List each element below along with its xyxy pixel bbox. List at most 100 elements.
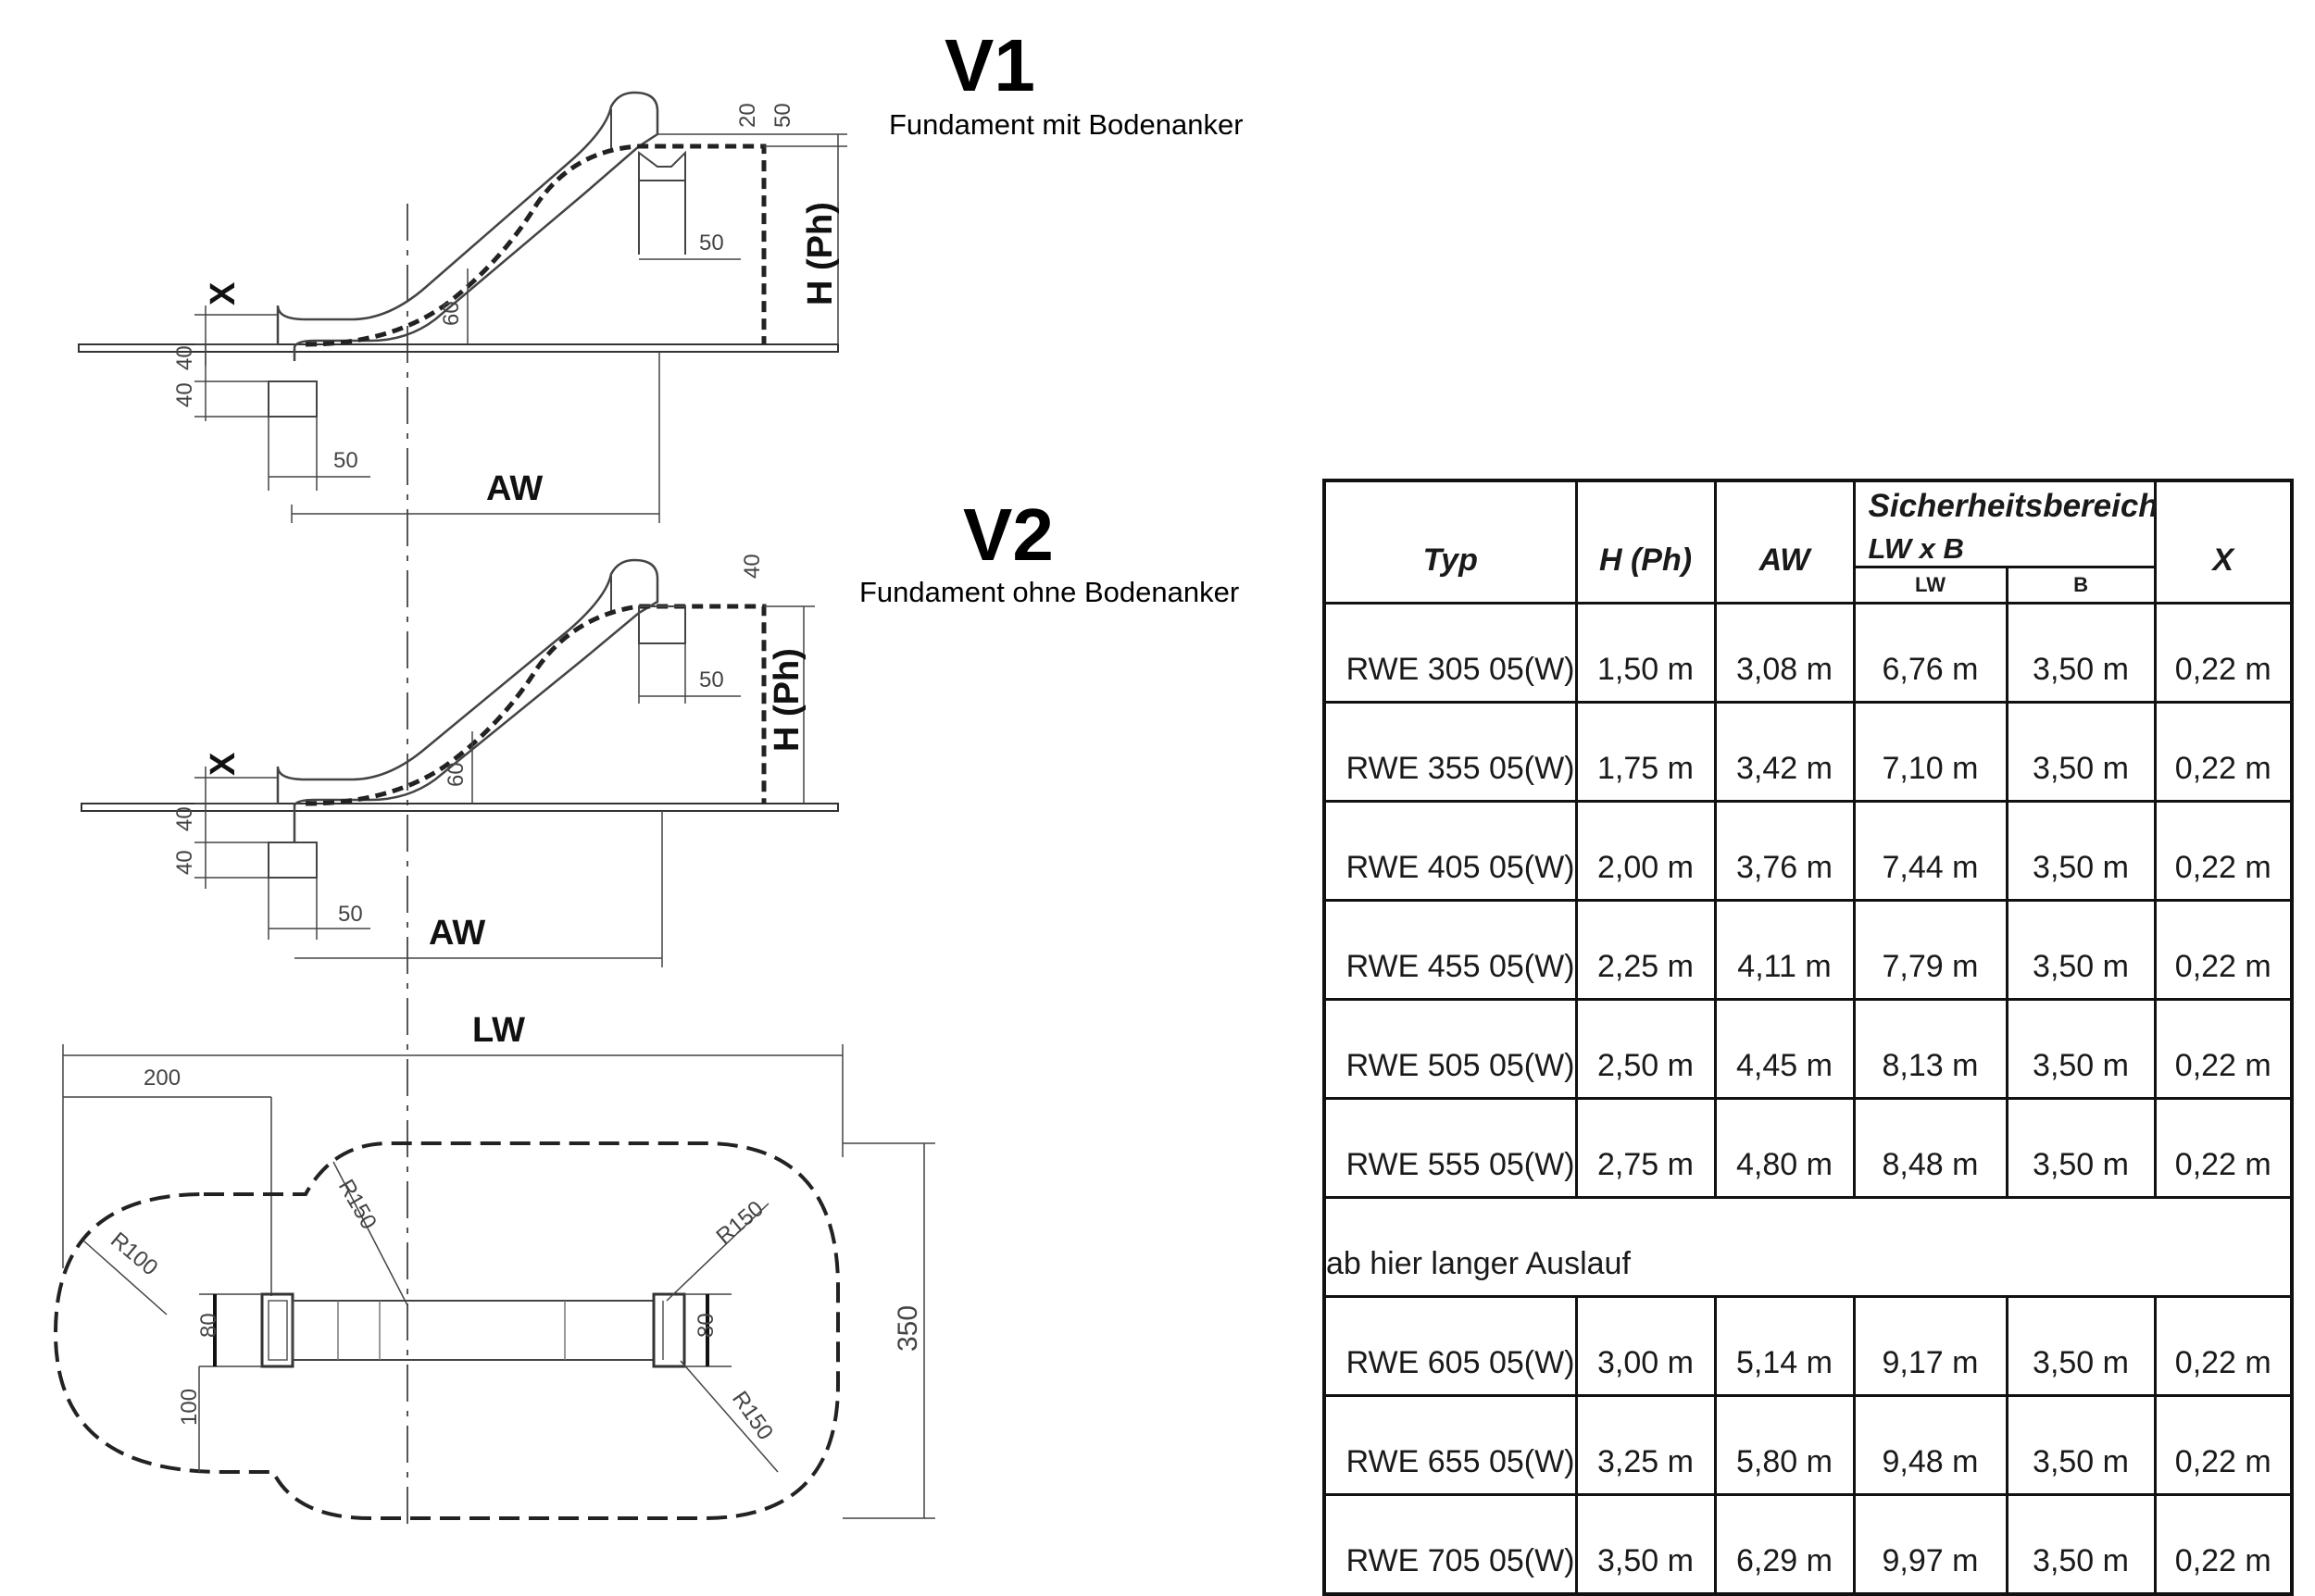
cell-aw: 3,08 m	[1713, 602, 1856, 704]
cell-aw: 4,11 m	[1713, 899, 1856, 1001]
cell-typ: RWE 455 05(W)	[1322, 899, 1578, 1001]
v1-aw-label: AW	[486, 469, 543, 508]
cell-typ: RWE 405 05(W)	[1322, 800, 1578, 902]
v1-foundation	[268, 380, 318, 418]
v2-dim-50-base: 50	[338, 902, 363, 927]
v1-dim-20: 20	[735, 103, 760, 128]
v2-slide	[276, 558, 659, 842]
r150-label-bottom-right: R150	[727, 1387, 778, 1444]
v1-safety-profile	[305, 143, 767, 347]
cell-h: 3,50 m	[1574, 1493, 1717, 1596]
lw-label: LW	[472, 1011, 525, 1050]
cell-h: 2,25 m	[1574, 899, 1717, 1001]
v2-aw-label: AW	[429, 914, 485, 953]
cell-b: 3,50 m	[2005, 998, 2157, 1100]
dim-80-right: 80	[694, 1313, 719, 1338]
cell-b: 3,50 m	[2005, 602, 2157, 704]
spec-table: Typ H (Ph) AW Sicherheitsbereich LW x B …	[1322, 479, 2295, 1596]
safety-zone-outline	[53, 1141, 840, 1520]
cell-lw: 7,79 m	[1852, 899, 2008, 1001]
cell-typ: RWE 705 05(W)	[1322, 1493, 1578, 1596]
v1-dim-50-right: 50	[770, 103, 795, 128]
cell-aw: 6,29 m	[1713, 1493, 1856, 1596]
cell-b: 3,50 m	[2005, 1097, 2157, 1199]
cell-aw: 5,80 m	[1713, 1394, 1856, 1496]
cell-x: 0,22 m	[2153, 1097, 2294, 1199]
cell-typ: RWE 655 05(W)	[1322, 1394, 1578, 1496]
top-view: LW 200 80 80 100 350 R100 R150 R1	[53, 1011, 935, 1520]
header-b: B	[2005, 566, 2157, 605]
cell-h: 3,00 m	[1574, 1295, 1717, 1397]
header-sicherheitsbereich: Sicherheitsbereich LW x B	[1852, 479, 2159, 568]
v2-h-label: H (Ph)	[768, 648, 807, 752]
cell-h: 1,50 m	[1574, 602, 1717, 704]
top-slide-end	[652, 1292, 686, 1368]
v2-dim-40b: 40	[172, 850, 197, 875]
cell-aw: 4,80 m	[1713, 1097, 1856, 1199]
cell-aw: 4,45 m	[1713, 998, 1856, 1100]
v1-side-view: V1 Fundament mit Bodenanker X 40 40 50 A…	[78, 24, 1244, 523]
cell-b: 3,50 m	[2005, 899, 2157, 1001]
note-text: ab hier langer Auslauf	[1322, 1196, 2294, 1298]
v1-dim-50-base: 50	[333, 448, 358, 473]
cell-x: 0,22 m	[2153, 998, 2294, 1100]
v2-ground	[81, 803, 839, 812]
v2-dim-50-top: 50	[699, 667, 724, 692]
technical-drawing: V1 Fundament mit Bodenanker X 40 40 50 A…	[53, 24, 1244, 1527]
cell-x: 0,22 m	[2153, 602, 2294, 704]
dim-100: 100	[177, 1389, 202, 1426]
top-slide-chute	[292, 1300, 655, 1361]
v2-dim-60: 60	[444, 762, 469, 787]
cell-x: 0,22 m	[2153, 1295, 2294, 1397]
cell-typ: RWE 555 05(W)	[1322, 1097, 1578, 1199]
cell-b: 3,50 m	[2005, 1295, 2157, 1397]
header-sicherheitsbereich-title: Sicherheitsbereich	[1868, 488, 2159, 524]
cell-h: 2,75 m	[1574, 1097, 1717, 1199]
cell-x: 0,22 m	[2153, 899, 2294, 1001]
note-row: ab hier langer Auslauf	[1322, 1196, 2294, 1298]
v1-dim-60: 60	[439, 301, 464, 326]
cell-lw: 9,48 m	[1852, 1394, 2008, 1496]
v1-ground	[78, 343, 839, 353]
dim-200: 200	[144, 1066, 181, 1091]
v1-dim-40a: 40	[172, 345, 197, 370]
cell-b: 3,50 m	[2005, 800, 2157, 902]
cell-x: 0,22 m	[2153, 1493, 2294, 1596]
cell-h: 1,75 m	[1574, 701, 1717, 803]
cell-b: 3,50 m	[2005, 701, 2157, 803]
header-lwxb: LW x B	[1868, 532, 1964, 565]
cell-lw: 9,97 m	[1852, 1493, 2008, 1596]
cell-aw: 5,14 m	[1713, 1295, 1856, 1397]
cell-lw: 7,44 m	[1852, 800, 2008, 902]
cell-aw: 3,42 m	[1713, 701, 1856, 803]
cell-lw: 9,17 m	[1852, 1295, 2008, 1397]
cell-typ: RWE 305 05(W)	[1322, 602, 1578, 704]
cell-typ: RWE 355 05(W)	[1322, 701, 1578, 803]
v1-dim-40b: 40	[172, 382, 197, 407]
v2-side-view: V2 Fundament ohne Bodenanker 50 X 40 40 …	[81, 493, 1239, 967]
cell-h: 2,50 m	[1574, 998, 1717, 1100]
v1-title: V1	[945, 24, 1035, 106]
cell-x: 0,22 m	[2153, 800, 2294, 902]
cell-h: 2,00 m	[1574, 800, 1717, 902]
header-aw: AW	[1713, 479, 1856, 605]
cell-lw: 8,13 m	[1852, 998, 2008, 1100]
v1-slide	[276, 91, 659, 361]
v2-foundation	[268, 842, 318, 879]
r100-label: R100	[106, 1228, 162, 1281]
v2-x-label: X	[204, 752, 243, 776]
cell-lw: 8,48 m	[1852, 1097, 2008, 1199]
top-slide-ladder	[260, 1292, 294, 1368]
r150-label-left: R150	[333, 1176, 382, 1234]
v1-h-label: H (Ph)	[801, 202, 840, 305]
cell-aw: 3,76 m	[1713, 800, 1856, 902]
header-h: H (Ph)	[1574, 479, 1717, 605]
v2-safety-profile	[305, 604, 767, 806]
